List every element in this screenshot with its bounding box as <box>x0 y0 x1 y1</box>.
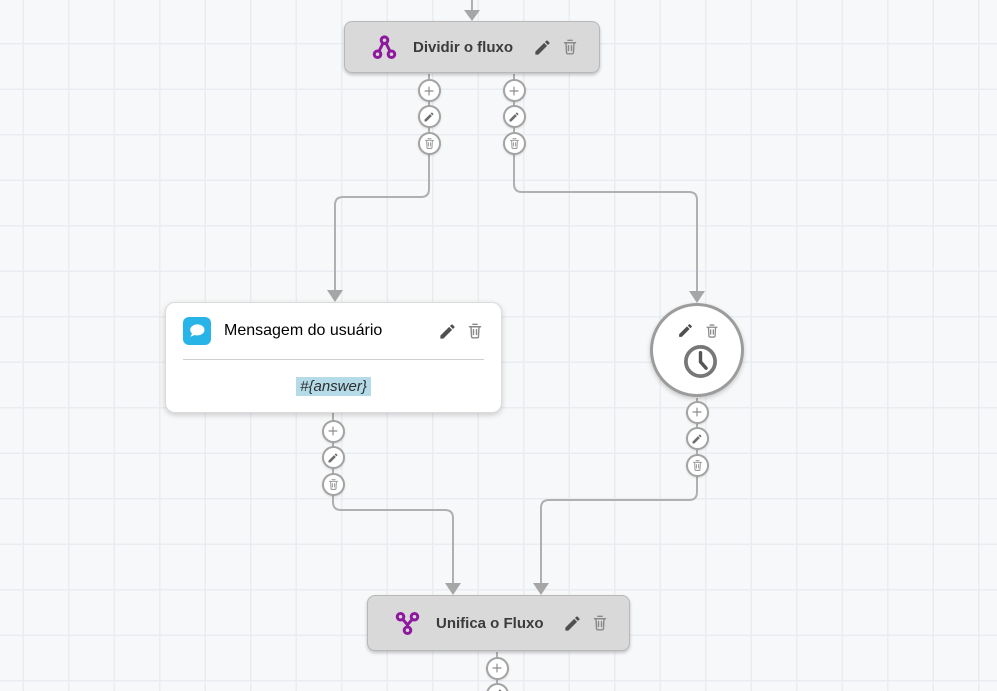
split-flow-icon <box>371 34 398 61</box>
add-button[interactable] <box>685 400 709 424</box>
edit-button[interactable] <box>417 105 441 128</box>
delete-button[interactable] <box>685 453 709 477</box>
merge-flow-icon <box>394 610 421 637</box>
trash-icon[interactable] <box>704 323 720 339</box>
arrowhead-entry-top <box>464 10 480 21</box>
edit-button[interactable] <box>321 446 345 469</box>
delete-button[interactable] <box>321 472 345 496</box>
wire-message-to-merge <box>332 413 454 584</box>
add-button[interactable] <box>417 79 441 102</box>
node-title: Unifica o Fluxo <box>436 614 544 632</box>
card-header: Mensagem do usuário <box>166 303 501 359</box>
node-title: Dividir o fluxo <box>413 38 514 56</box>
edit-icon[interactable] <box>677 322 694 339</box>
add-button[interactable] <box>485 656 509 680</box>
arrowhead-timer-to-merge <box>533 583 549 595</box>
trash-icon[interactable] <box>561 38 579 56</box>
node-merge-flow[interactable]: Unifica o Fluxo <box>367 595 630 651</box>
trash-icon[interactable] <box>466 322 484 340</box>
add-button[interactable] <box>502 79 526 102</box>
clock-icon <box>681 342 720 381</box>
node-actions <box>438 322 484 341</box>
wire-split-to-timer <box>513 74 698 292</box>
wire-split-to-message <box>334 74 430 291</box>
chat-bubble-icon <box>183 317 211 345</box>
edit-icon[interactable] <box>438 322 457 341</box>
node-actions <box>563 614 609 633</box>
node-actions <box>533 38 579 57</box>
trash-icon[interactable] <box>591 614 609 632</box>
node-timer[interactable] <box>650 303 744 397</box>
node-title: Mensagem do usuário <box>224 322 383 339</box>
edit-icon[interactable] <box>563 614 582 633</box>
edit-button[interactable] <box>685 427 709 450</box>
variable-value: #{answer} <box>296 376 371 396</box>
arrowhead-message-to-merge <box>445 583 461 595</box>
arrowhead-to-timer <box>689 291 705 303</box>
edit-icon[interactable] <box>533 38 552 57</box>
card-body: #{answer} <box>166 360 501 412</box>
edit-button[interactable] <box>502 105 526 128</box>
wire-timer-to-merge <box>540 398 698 584</box>
node-actions <box>677 322 720 339</box>
node-split-flow[interactable]: Dividir o fluxo <box>344 21 600 73</box>
arrowhead-to-message <box>327 290 343 302</box>
delete-button[interactable] <box>417 131 441 155</box>
card-divider <box>183 359 484 360</box>
node-user-message[interactable]: Mensagem do usuário #{answer} <box>165 302 502 413</box>
add-button[interactable] <box>321 419 345 443</box>
delete-button[interactable] <box>502 131 526 155</box>
